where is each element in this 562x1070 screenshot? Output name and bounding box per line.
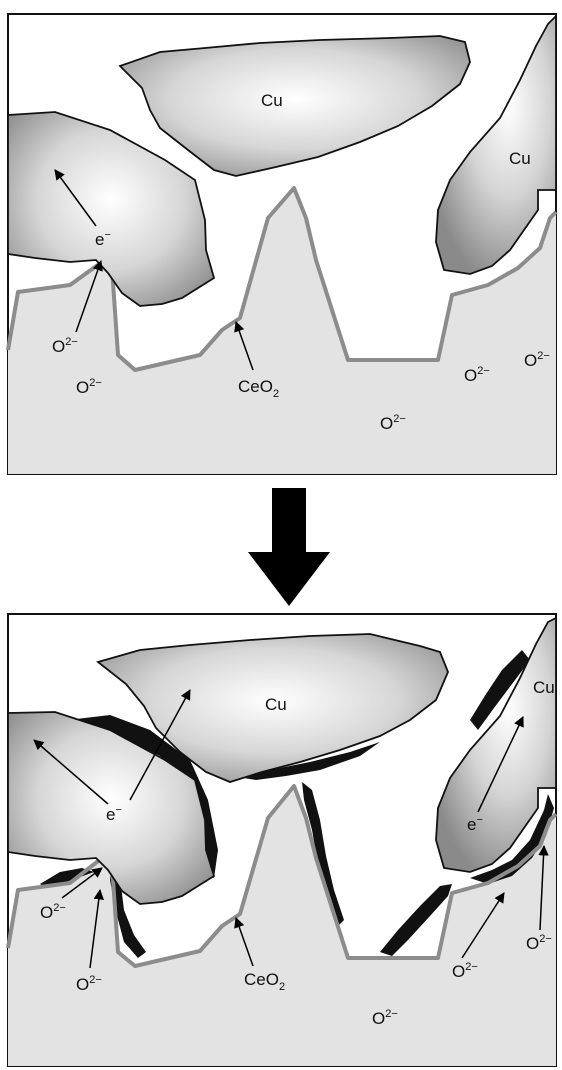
cu-label-top-center: Cu bbox=[261, 91, 283, 110]
cu-label-bottom-right: Cu bbox=[533, 678, 555, 697]
top-panel: Cu Cu e− O2− O2− CeO2 O2− O2− O2− bbox=[8, 14, 556, 474]
bottom-panel: Cu Cu e− e− O2− O2− CeO2 O2− O2− O2− bbox=[8, 614, 556, 1066]
cu-label-top-right: Cu bbox=[509, 149, 531, 168]
cu-label-bottom-center: Cu bbox=[265, 695, 287, 714]
down-arrow-icon bbox=[248, 488, 330, 606]
